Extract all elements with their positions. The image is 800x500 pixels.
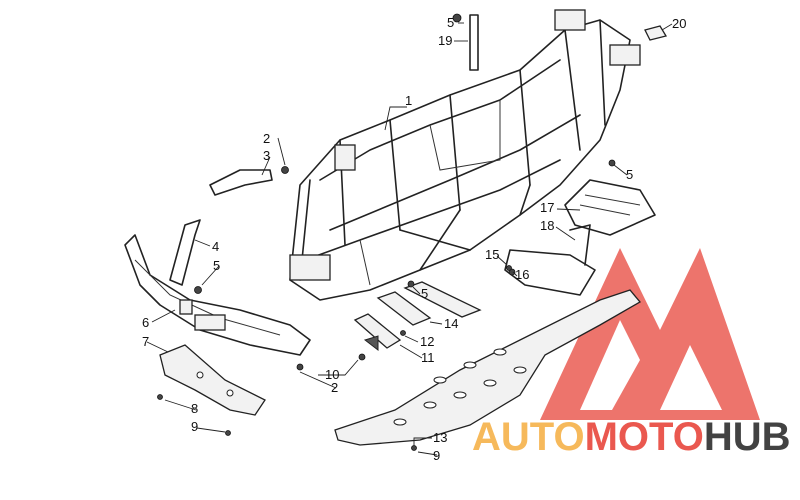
callout-17: 17 <box>540 200 554 215</box>
callout-4: 4 <box>212 239 219 254</box>
callout-15: 15 <box>485 247 499 262</box>
callout-9-bottom: 9 <box>433 448 440 463</box>
callout-3: 3 <box>263 148 270 163</box>
callout-12: 12 <box>420 334 434 349</box>
callout-13: 13 <box>433 430 447 445</box>
part-11-bracket <box>353 313 406 361</box>
callout-5-mid: 5 <box>421 286 428 301</box>
part-14-skid-plates <box>376 281 482 326</box>
callout-16: 16 <box>515 267 529 282</box>
callout-2-top: 2 <box>263 131 270 146</box>
leader-lines <box>146 22 673 456</box>
part-2-bolt-lower <box>296 363 304 371</box>
callout-7: 7 <box>142 334 149 349</box>
callout-5-right: 5 <box>626 167 633 182</box>
callout-8: 8 <box>191 401 198 416</box>
part-3-bracket <box>209 166 289 196</box>
watermark-wordmark: AUTOMOTOHUB <box>472 415 791 459</box>
watermark-hub: HUB <box>704 415 791 459</box>
callout-1: 1 <box>405 93 412 108</box>
watermark-auto: AUTO <box>472 415 585 459</box>
part-20-decal <box>644 25 668 41</box>
callout-18: 18 <box>540 218 554 233</box>
callout-5-top: 5 <box>447 15 454 30</box>
part-13-skid-plate <box>334 289 641 451</box>
callout-9-front: 9 <box>191 419 198 434</box>
part-19-bracket <box>452 13 479 71</box>
callout-10: 10 <box>325 367 339 382</box>
callout-6: 6 <box>142 315 149 330</box>
watermark-logo-icon <box>540 248 760 420</box>
callout-11: 11 <box>421 350 435 365</box>
main-frame-part <box>289 9 641 301</box>
watermark-moto: MOTO <box>585 415 704 459</box>
part-6-front-bumper <box>124 234 311 356</box>
callout-14: 14 <box>444 316 458 331</box>
part-5-bolt-front <box>194 286 202 294</box>
part-15-bolt <box>506 265 512 271</box>
part-18-bracket <box>504 224 596 296</box>
part-17-footrest <box>564 179 656 236</box>
callout-5-front: 5 <box>213 258 220 273</box>
callout-19: 19 <box>438 33 452 48</box>
part-5-bolt-lower <box>407 280 415 288</box>
part-5-bolt-right <box>608 159 616 167</box>
callout-20: 20 <box>672 16 686 31</box>
part-4-brace <box>169 219 201 286</box>
part-7-front-guard <box>157 344 266 436</box>
callout-labels: 1 2 3 4 5 6 7 8 9 10 2 11 12 5 14 15 16 … <box>142 15 686 463</box>
callout-2-bottom: 2 <box>331 380 338 395</box>
